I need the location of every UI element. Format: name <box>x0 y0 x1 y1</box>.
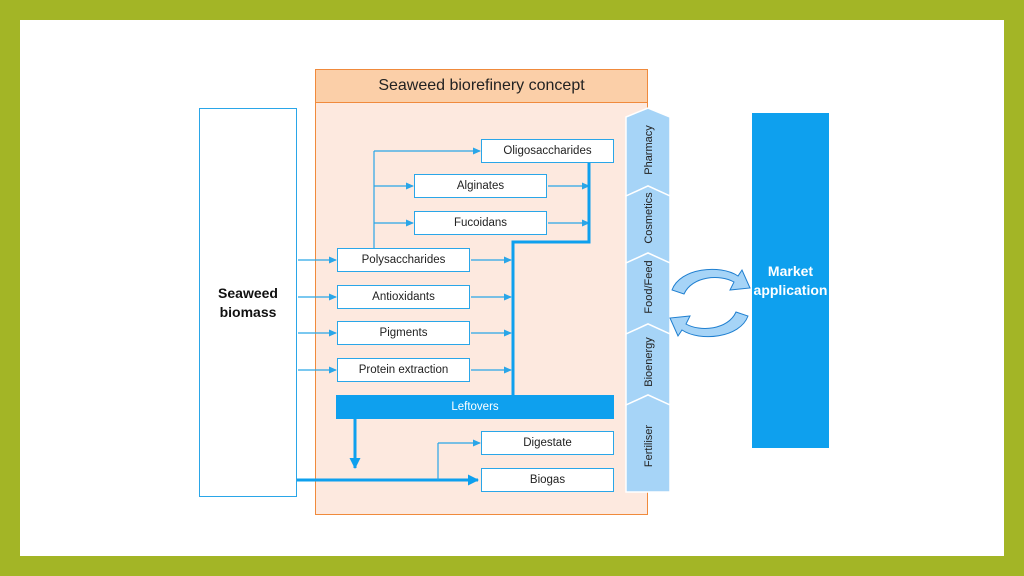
polysaccharides-branch-arrows <box>373 147 481 248</box>
polysaccharides-box: Polysaccharides <box>337 248 470 272</box>
collector-arrows <box>471 182 590 374</box>
biogas-box: Biogas <box>481 468 614 492</box>
sector-cosmetics: Cosmetics <box>643 192 655 244</box>
digestate-box: Digestate <box>481 431 614 455</box>
sector-pharmacy: Pharmacy <box>643 125 655 175</box>
seaweed-biomass-label: Seaweed biomass <box>218 284 278 320</box>
exchange-arrows-icon <box>669 268 751 338</box>
antioxidants-box: Antioxidants <box>337 285 470 309</box>
alginates-box: Alginates <box>414 174 547 198</box>
leftovers-bar: Leftovers <box>336 395 614 419</box>
biomass-to-extraction-arrows <box>298 256 337 374</box>
digestate-branch-arrow <box>437 439 481 480</box>
fucoidans-box: Fucoidans <box>414 211 547 235</box>
sector-fertiliser: Fertiliser <box>643 425 655 468</box>
sector-column <box>625 107 671 493</box>
protein-extraction-box: Protein extraction <box>337 358 470 382</box>
concept-title: Seaweed biorefinery concept <box>315 69 648 103</box>
sector-bioenergy: Bioenergy <box>643 337 655 387</box>
sector-food-feed: Food/Feed <box>643 260 655 313</box>
market-application-box: Market application <box>752 113 829 448</box>
market-application-label: Market application <box>753 262 828 298</box>
seaweed-biomass-box: Seaweed biomass <box>199 108 297 497</box>
sector-labels: Pharmacy Cosmetics Food/Feed Bioenergy F… <box>643 125 655 467</box>
pigments-box: Pigments <box>337 321 470 345</box>
oligosaccharides-box: Oligosaccharides <box>481 139 614 163</box>
collector-lines <box>511 163 591 395</box>
